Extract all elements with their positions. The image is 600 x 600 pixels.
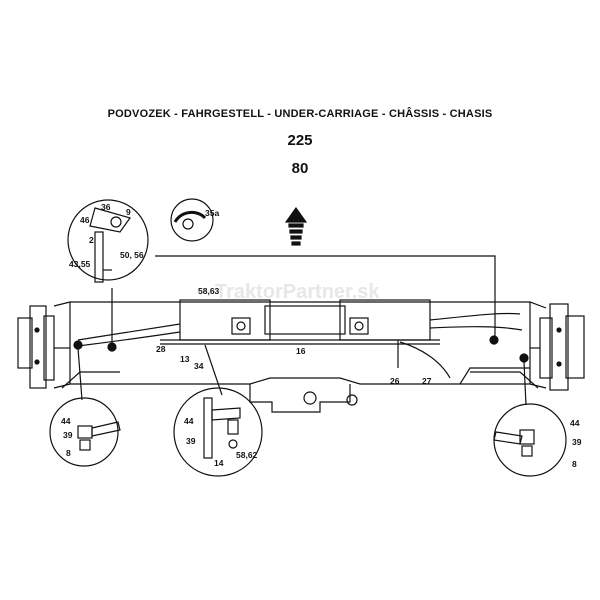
- top-connector-line: [155, 255, 496, 336]
- label-left-8: 8: [66, 448, 71, 458]
- label-28: 28: [156, 344, 166, 354]
- label-43-55: 43,55: [69, 259, 91, 269]
- label-right-44: 44: [570, 418, 580, 428]
- leader-lower-left: [77, 347, 83, 401]
- right-fitting: [489, 335, 499, 345]
- label-center-14: 14: [214, 458, 224, 468]
- label-27: 27: [422, 376, 432, 386]
- label-50-56: 50, 56: [120, 250, 144, 260]
- diagram-number-1: 225: [287, 132, 313, 149]
- label-9: 9: [126, 207, 131, 217]
- label-58-63: 58,63: [198, 286, 220, 296]
- right-fitting-2: [519, 353, 529, 363]
- label-center-44: 44: [184, 416, 194, 426]
- label-right-39: 39: [572, 437, 582, 447]
- right-wheel-hub: [530, 303, 585, 391]
- label-center-58-62: 58,62: [236, 450, 258, 460]
- leader-center: [204, 344, 223, 396]
- label-46: 46: [80, 215, 90, 225]
- central-housing: [179, 299, 431, 413]
- watermark: TraktorPartner.sk: [215, 281, 380, 303]
- label-right-8: 8: [572, 459, 577, 469]
- label-36: 36: [101, 202, 111, 212]
- label-left-39: 39: [63, 430, 73, 440]
- label-34: 34: [194, 361, 204, 371]
- brake-lines: [77, 312, 523, 379]
- label-16: 16: [296, 346, 306, 356]
- label-center-39: 39: [186, 436, 196, 446]
- label-left-44: 44: [61, 416, 71, 426]
- front-axle-beam: [53, 301, 547, 389]
- label-13: 13: [180, 354, 190, 364]
- label-26: 26: [390, 376, 400, 386]
- direction-arrow-icon: [284, 206, 308, 246]
- left-wheel-hub: [17, 305, 70, 389]
- detail-center: [173, 387, 263, 477]
- left-fitting-2: [107, 342, 117, 352]
- diagram-number-2: 80: [291, 160, 309, 177]
- left-fitting: [73, 340, 83, 350]
- detail-lower-right: [493, 403, 567, 477]
- diagram-header: PODVOZEK - FAHRGESTELL - UNDER-CARRIAGE …: [107, 108, 493, 120]
- leader-lower-right: [523, 361, 527, 406]
- label-35a: 35a: [205, 208, 219, 218]
- detail-35a: [170, 198, 214, 242]
- detail-lower-left: [49, 397, 121, 467]
- detail-upper-left: [67, 199, 149, 283]
- label-2: 2: [89, 235, 94, 245]
